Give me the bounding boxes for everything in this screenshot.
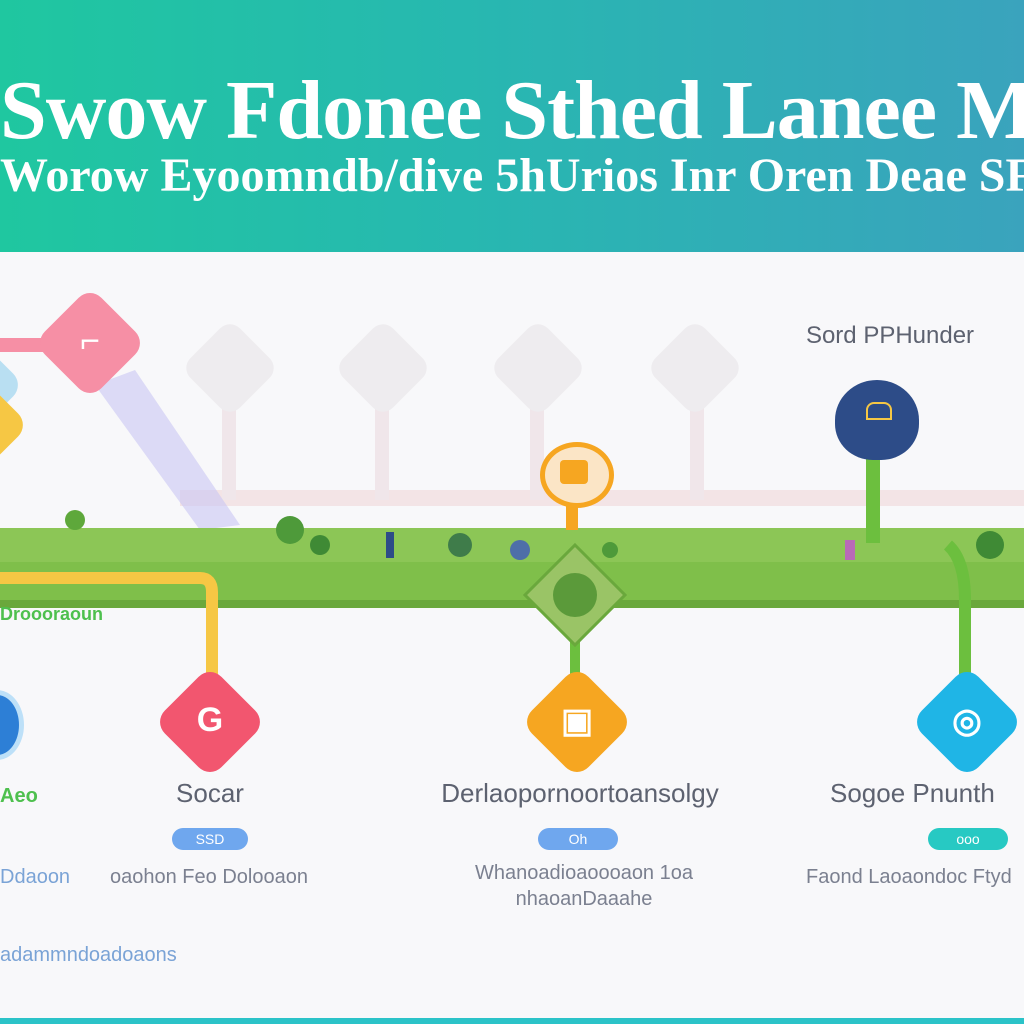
orange-marker[interactable] — [540, 442, 614, 508]
hat-icon — [866, 402, 892, 420]
page-subtitle: Worow Eyoomndb/dive 5hUrios Inr Oren Dea… — [0, 149, 1024, 202]
light-beam — [95, 370, 240, 530]
bush — [510, 540, 530, 560]
step-2-desc-2: nhaoanDaaahe — [515, 888, 653, 910]
step-1-icon: G — [196, 701, 224, 739]
step-1-label: Socar — [176, 778, 244, 808]
tree — [602, 542, 618, 558]
page-title: Swow Fdonee Sthed Lanee Mow — [0, 64, 1024, 157]
step-3-desc: Faond Laoaondoc Ftyd — [806, 866, 1012, 888]
band-diamond-tree — [553, 573, 597, 617]
tree — [65, 510, 85, 530]
step-1-badge: SSD — [172, 828, 248, 850]
step-3-icon: ◎ — [952, 702, 982, 740]
left-label: Droooraoun — [0, 604, 103, 624]
header-banner: Swow Fdonee Sthed Lanee Mow Worow Eyoomn… — [0, 0, 1024, 252]
left-desc-1: Aeo — [0, 785, 38, 807]
green-connector-3 — [943, 540, 971, 682]
step-2-desc: Whanoadioaoooaon 1oa — [475, 862, 693, 884]
left-desc-3: adammndoadoaons — [0, 944, 177, 966]
calendar-icon — [560, 460, 588, 484]
green-connector-2 — [570, 620, 580, 682]
step-3-label: Sogoe Pnunth — [830, 778, 995, 808]
bottom-accent — [0, 1018, 1024, 1024]
stub-4 — [690, 400, 704, 500]
side-label-top: Sord PPHunder — [805, 322, 975, 349]
pink-node-icon: ⌐ — [80, 322, 100, 360]
navy-pin[interactable] — [835, 380, 919, 460]
green-pin-stem — [866, 455, 880, 543]
marker — [845, 540, 855, 560]
yellow-connector — [0, 572, 218, 680]
step-1-desc: oaohon Feo Dolooaon — [110, 866, 308, 888]
tree — [448, 533, 472, 557]
stub-1 — [222, 400, 236, 500]
step-2-badge: Oh — [538, 828, 618, 850]
step-2-label: Derlaopornoortoansolgy — [441, 778, 719, 808]
stub-2 — [375, 400, 389, 500]
step-3-badge: ooo — [928, 828, 1008, 850]
step-2-icon: ▣ — [560, 702, 594, 740]
tree — [310, 535, 330, 555]
tree — [276, 516, 304, 544]
tree — [976, 531, 1004, 559]
left-desc-2: Ddaoon — [0, 866, 71, 888]
spire — [386, 532, 394, 558]
landscape-band-edge — [0, 600, 1024, 608]
